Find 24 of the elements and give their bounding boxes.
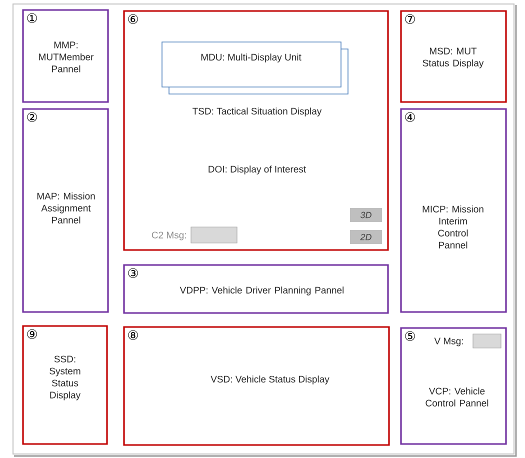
- panel-label: MMP: MUTMember Pannel: [39, 42, 94, 72]
- circled-number: ③: [128, 268, 138, 278]
- toggle-button: 2D: [350, 230, 382, 244]
- panel-label: VSD: Vehicle Status Display: [210, 376, 330, 384]
- toggle-button: 3D: [350, 208, 382, 222]
- panel-label: V Msg:: [434, 338, 463, 346]
- panel-label: TSD: Tactical Situation Display: [192, 108, 322, 116]
- panel-label: DOI: Display of Interest: [208, 166, 306, 174]
- circled-number: ⑧: [128, 330, 138, 340]
- circled-number: ①: [27, 13, 37, 23]
- panel-label: VDPP: Vehicle Driver Planning Pannel: [180, 286, 344, 296]
- panel-label: C2 Msg:: [152, 232, 186, 240]
- panel-label: VCP: Vehicle Control Pannel: [426, 388, 488, 406]
- panel-label: SSD: System Status Display: [50, 356, 81, 400]
- panel-label: MICP: Mission Interim Control Pannel: [422, 206, 484, 248]
- stacked-box: MDU: Multi-Display Unit: [162, 42, 348, 94]
- circled-number: ④: [405, 112, 415, 122]
- circled-number: ⑨: [27, 329, 37, 339]
- panel-label: MAP: Mission Assignment Pannel: [37, 192, 95, 224]
- circled-number: ⑦: [405, 14, 415, 24]
- panel-label: MSD: MUT Status Display: [422, 48, 484, 68]
- circled-number: ⑤: [405, 331, 415, 341]
- circled-number: ⑥: [128, 14, 138, 24]
- circled-number: ②: [27, 112, 37, 122]
